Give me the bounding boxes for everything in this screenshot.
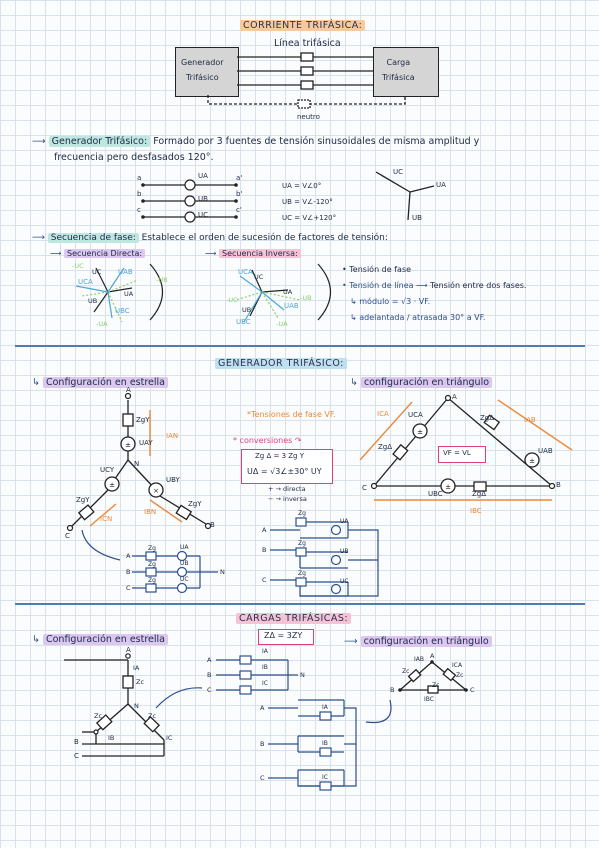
- vf-box: [438, 446, 486, 463]
- gen-tri-uab: UAB: [538, 447, 553, 455]
- terminal-a: a: [137, 174, 142, 182]
- equation-ub: UB = V∠-120°: [282, 198, 333, 206]
- svg-text:±: ±: [125, 441, 131, 449]
- gen-star-zgy: ZgY: [136, 416, 150, 424]
- note-phase: • Tensión de fase: [342, 265, 412, 274]
- generator-def-line2: frecuencia pero desfasados 120°.: [54, 152, 214, 163]
- load-box-label: Carga Trifásica: [382, 58, 415, 82]
- generator-box-label: Generador Trifásico: [181, 58, 224, 82]
- note-phase-shift: ↳ adelantada / atrasada 30° a VF.: [350, 313, 486, 322]
- gen-tri-iab: IAB: [524, 416, 536, 424]
- svg-text:±: ±: [417, 428, 423, 436]
- gen-star-a: A: [126, 386, 131, 394]
- load-formula: ZΔ = 3ZY: [264, 631, 303, 640]
- gen-tri-uca: UCA: [408, 411, 423, 419]
- load-triangle-heading: ⟶ configuración en triángulo: [344, 636, 492, 647]
- terminal-b: b: [137, 190, 142, 198]
- gen-tri-b: B: [556, 481, 561, 489]
- terminal-c-prime: c': [236, 206, 242, 214]
- gen-star-uby: UBY: [166, 476, 180, 484]
- phasor-ua: UA: [436, 181, 446, 189]
- source-ua: UA: [198, 172, 208, 180]
- source-ub: UB: [198, 195, 208, 203]
- note-line: • Tensión de línea ⟶ Tensión entre dos f…: [342, 281, 527, 290]
- equation-uc: UC = V∠+120°: [282, 214, 337, 222]
- gen-tri-ica: ICA: [377, 410, 389, 418]
- terminal-a-prime: a': [236, 174, 243, 182]
- gen-star-ibn: IBN: [144, 508, 157, 516]
- gen-tri-ibc: IBC: [470, 507, 482, 515]
- sequence-direct-label: ⟶ Secuencia Directa:: [50, 249, 146, 258]
- conversion-box: [241, 449, 333, 484]
- gen-star-c: C: [65, 532, 70, 540]
- legend-inverse: − → inversa: [268, 495, 307, 503]
- gen-star-ucy: UCY: [100, 466, 115, 474]
- svg-text:×: ×: [153, 487, 159, 495]
- gen-star-zgy-left: ZgY: [76, 496, 90, 504]
- svg-text:±: ±: [445, 483, 451, 491]
- gen-tri-zg-left: ZgΔ: [378, 443, 393, 451]
- gen-tri-zg-top: ZgΔ: [480, 414, 495, 422]
- vf-box-label: VF = VL: [443, 449, 471, 457]
- gen-tri-a: A: [452, 393, 457, 401]
- gen-triangle-heading: ↳ configuración en triángulo: [350, 377, 493, 388]
- section2-title: GENERADOR TRIFÁSICO:: [215, 358, 347, 369]
- phasor-uc: UC: [393, 168, 404, 176]
- divider-1: [15, 345, 585, 347]
- neutral-label: neutro: [297, 113, 320, 121]
- sequence-inverse-label: ⟶ Secuencia Inversa:: [205, 249, 301, 258]
- load-box: [373, 47, 439, 97]
- gen-tri-ubc: UBC: [428, 490, 443, 498]
- conversions-label: * conversiones ↷: [233, 436, 302, 445]
- terminal-b-prime: b': [236, 190, 243, 198]
- phase-voltages-note: *Tensiones de fase VF.: [247, 410, 336, 419]
- sequence-line: ⟶ Secuencia de fase: Establece el orden …: [32, 233, 388, 243]
- generator-box: [175, 47, 239, 97]
- gen-star-b: B: [210, 521, 215, 529]
- load-star-heading: ↳ Configuración en estrella: [32, 634, 168, 645]
- section3-title: CARGAS TRIFÁSICAS:: [236, 613, 352, 624]
- gen-tri-c: C: [362, 484, 367, 492]
- divider-2: [15, 603, 585, 605]
- source-uc: UC: [198, 211, 209, 219]
- phasor-ub: UB: [412, 214, 422, 222]
- gen-star-uay: UAY: [139, 439, 153, 447]
- svg-text:±: ±: [109, 481, 115, 489]
- load-formula-box: [258, 629, 314, 645]
- generator-def-line1: ⟶ Generador Trifásico: Formado por 3 fue…: [32, 136, 480, 147]
- gen-star-heading: ↳ Configuración en estrella: [32, 377, 168, 388]
- gen-tri-zg-bottom: ZgΔ: [472, 490, 487, 498]
- svg-text:±: ±: [529, 457, 535, 465]
- gen-star-zgy-right: ZgY: [188, 500, 202, 508]
- gen-star-icn: ICN: [100, 515, 113, 523]
- conversion-1: Zg Δ = 3 Zg Y: [255, 452, 304, 460]
- gen-star-n: N: [134, 460, 140, 468]
- line-label: Línea trifásica: [274, 38, 341, 49]
- conversion-2: UΔ = √3∠±30° UY: [247, 467, 322, 476]
- terminal-c: c: [137, 206, 141, 214]
- section1-title: CORRIENTE TRIFÁSICA:: [240, 20, 366, 31]
- note-module: ↳ módulo = √3 · VF.: [350, 297, 431, 306]
- gen-star-ian: IAN: [166, 432, 179, 440]
- equation-ua: UA = V∠0°: [282, 182, 322, 190]
- legend-direct: + → directa: [268, 485, 306, 493]
